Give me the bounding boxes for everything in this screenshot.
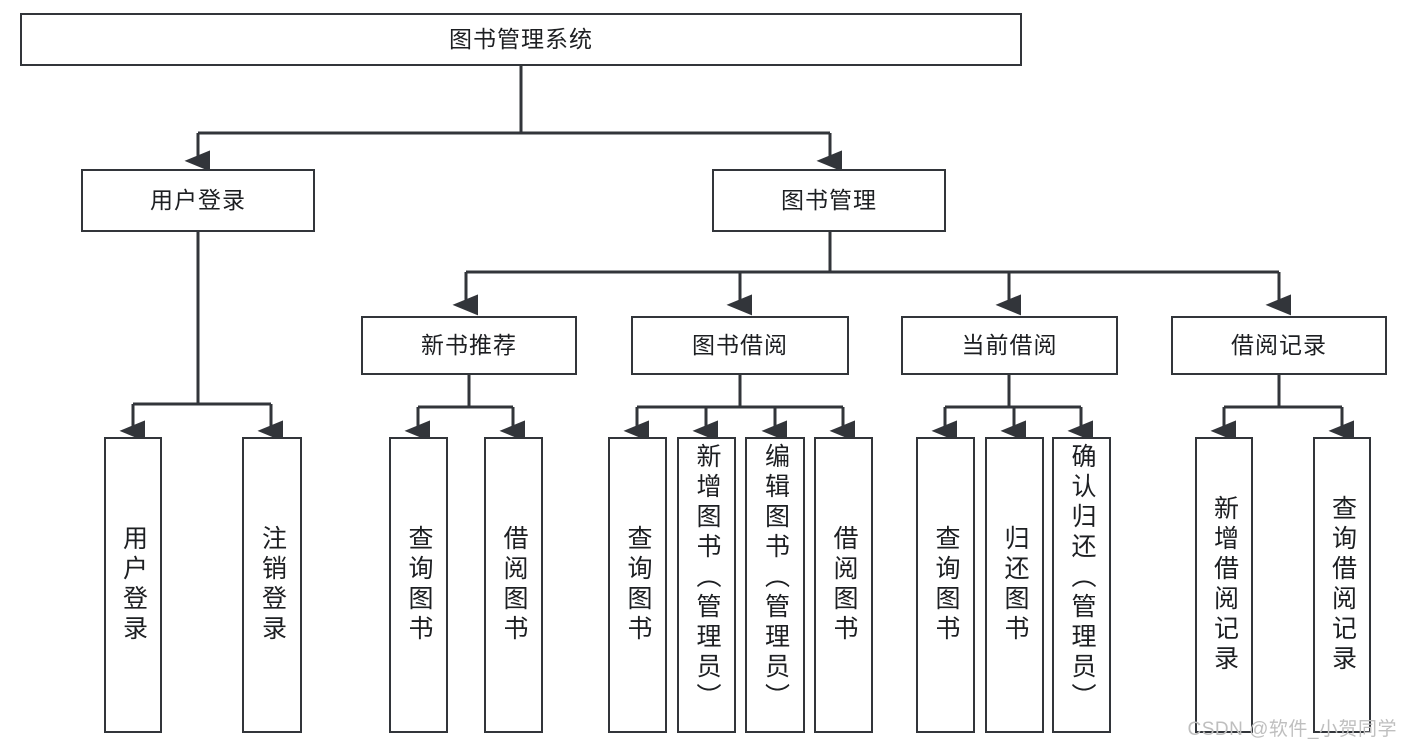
leaf-logout[interactable]: 注销登录 <box>242 437 302 733</box>
leaf-query-book-3[interactable]: 查询图书 <box>916 437 975 733</box>
node-current-borrow[interactable]: 当前借阅 <box>901 316 1118 375</box>
leaf-query-book-2-label: 查询图书 <box>624 525 652 645</box>
leaf-add-book[interactable]: 新增图书（管理员） <box>677 437 736 733</box>
leaf-query-book-3-label: 查询图书 <box>932 525 960 645</box>
node-borrow-record-label: 借阅记录 <box>1231 331 1327 358</box>
leaf-logout-label: 注销登录 <box>258 525 287 645</box>
node-root[interactable]: 图书管理系统 <box>20 13 1022 66</box>
node-new-book-recommend-label: 新书推荐 <box>421 331 517 358</box>
node-book-manage-label: 图书管理 <box>781 186 877 213</box>
node-root-label: 图书管理系统 <box>449 25 593 52</box>
leaf-borrow-book-2-label: 借阅图书 <box>830 525 858 645</box>
leaf-query-book-1[interactable]: 查询图书 <box>389 437 448 733</box>
leaf-borrow-book-2[interactable]: 借阅图书 <box>814 437 873 733</box>
leaf-borrow-book-1-label: 借阅图书 <box>500 525 528 645</box>
leaf-edit-book-label: 编辑图书（管理员） <box>761 443 790 713</box>
node-new-book-recommend[interactable]: 新书推荐 <box>361 316 577 375</box>
leaf-query-book-2[interactable]: 查询图书 <box>608 437 667 733</box>
watermark-text: CSDN @软件_小贺同学 <box>1187 719 1397 740</box>
leaf-confirm-return-label: 确认归还（管理员） <box>1068 443 1096 713</box>
leaf-return-book-label: 归还图书 <box>1001 525 1029 645</box>
leaf-query-book-1-label: 查询图书 <box>405 525 433 645</box>
leaf-user-login[interactable]: 用户登录 <box>104 437 162 733</box>
node-book-borrow-label: 图书借阅 <box>692 331 788 358</box>
leaf-user-login-label: 用户登录 <box>119 525 148 645</box>
leaf-query-record-label: 查询借阅记录 <box>1328 495 1357 675</box>
leaf-query-record[interactable]: 查询借阅记录 <box>1313 437 1371 733</box>
node-user-login[interactable]: 用户登录 <box>81 169 315 232</box>
leaf-edit-book[interactable]: 编辑图书（管理员） <box>745 437 805 733</box>
leaf-add-record-label: 新增借阅记录 <box>1210 495 1239 675</box>
node-book-borrow[interactable]: 图书借阅 <box>631 316 849 375</box>
node-user-login-label: 用户登录 <box>150 186 246 213</box>
leaf-confirm-return[interactable]: 确认归还（管理员） <box>1052 437 1111 733</box>
leaf-borrow-book-1[interactable]: 借阅图书 <box>484 437 543 733</box>
node-book-manage[interactable]: 图书管理 <box>712 169 946 232</box>
node-borrow-record[interactable]: 借阅记录 <box>1171 316 1387 375</box>
leaf-add-book-label: 新增图书（管理员） <box>693 443 721 713</box>
leaf-add-record[interactable]: 新增借阅记录 <box>1195 437 1253 733</box>
leaf-return-book[interactable]: 归还图书 <box>985 437 1044 733</box>
node-current-borrow-label: 当前借阅 <box>961 331 1058 358</box>
